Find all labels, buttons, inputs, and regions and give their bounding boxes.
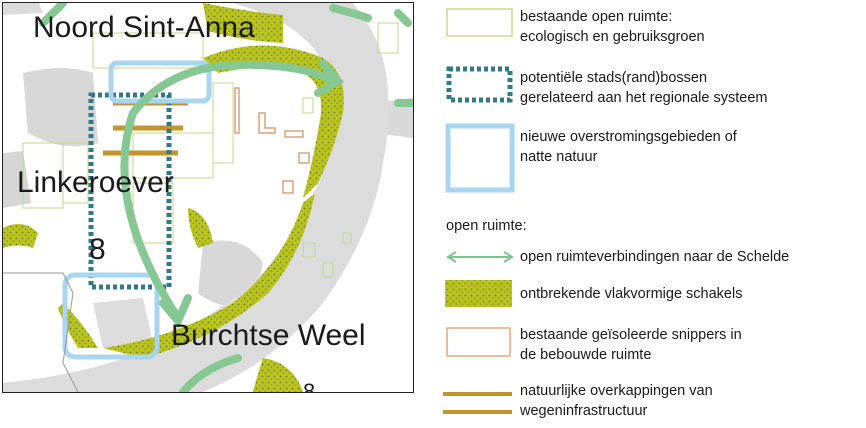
legend-text-overpass: natuurlijke overkappingen van wegeninfra… (520, 383, 713, 419)
legend-text-connection: open ruimteverbindingen naar de Schelde (520, 249, 790, 265)
potential-forest (88, 92, 172, 290)
missing-link (203, 3, 283, 43)
legend-swatch-connection (446, 251, 514, 263)
map-panel[interactable]: Noord Sint-Anna Linkeroever 8 Burchtse W… (2, 2, 414, 393)
built-area (93, 298, 153, 348)
legend-swatch-missing-links (445, 280, 512, 307)
flood-area (62, 272, 160, 360)
built-area (23, 68, 98, 147)
missing-link (253, 358, 303, 392)
legend-section-title: open ruimte: (446, 218, 527, 234)
area-number-label: 8 (89, 233, 106, 266)
place-label-noord: Noord Sint-Anna (33, 11, 255, 44)
isolated-snippets (234, 87, 310, 194)
legend-swatch-potential-forest (446, 66, 513, 103)
legend-text-flood-area: nieuwe overstromingsgebieden of natte na… (520, 129, 737, 165)
legend-swatch-open-space (446, 8, 513, 37)
place-label-linkeroever: Linkeroever (17, 166, 174, 199)
built-area (3, 151, 31, 208)
missing-link (188, 208, 213, 248)
river-schelde (3, 3, 389, 392)
legend-swatch-flood-area (445, 123, 515, 193)
legend: bestaande open ruimte: ecologisch en geb… (440, 0, 866, 428)
map-graphic (3, 3, 413, 392)
legend-text-open-space: bestaande open ruimte: ecologisch en geb… (520, 9, 705, 45)
flood-area (108, 60, 212, 104)
border-line (3, 272, 79, 392)
legend-text-missing-links: ontbrekende vlakvormige schakels (520, 286, 743, 302)
legend-swatch-isolated (446, 327, 511, 357)
missing-link (3, 224, 38, 248)
missing-link (58, 303, 98, 348)
legend-symbols (443, 8, 515, 414)
connection-arrows (39, 3, 413, 392)
missing-link (203, 45, 344, 198)
edge-number-label: 8 (303, 379, 316, 393)
overpass-bars (103, 100, 188, 156)
legend-text-isolated: bestaande geïsoleerde snippers in de beb… (520, 327, 742, 363)
missing-link (103, 193, 315, 358)
built-area (3, 3, 43, 15)
legend-text-potential-forest: potentiële stads(rand)bossen gerelateerd… (520, 70, 768, 106)
place-label-burchtse: Burchtse Weel (171, 319, 366, 352)
open-space-outlines (22, 22, 399, 278)
